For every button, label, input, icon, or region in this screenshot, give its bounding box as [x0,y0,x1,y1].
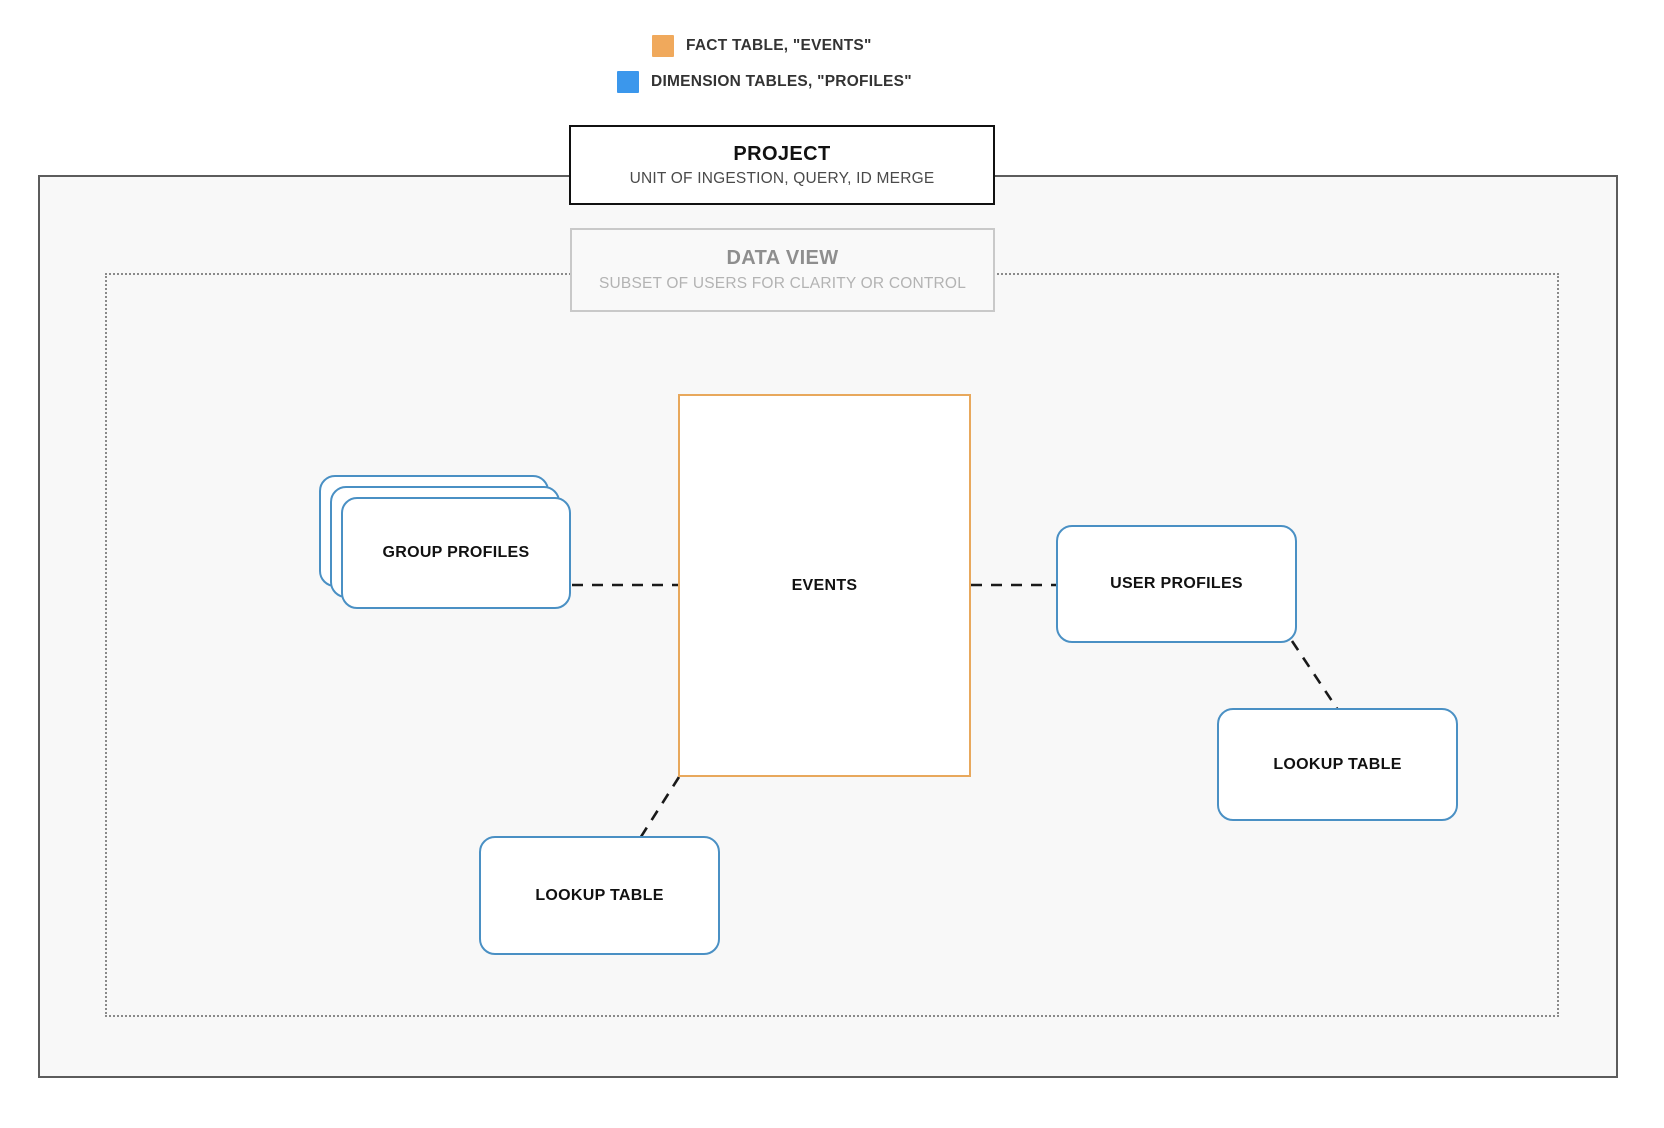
project-subtitle: UNIT OF INGESTION, QUERY, ID MERGE [629,169,935,187]
node-lookup-table-right: LOOKUP TABLE [1217,708,1458,821]
data-view-header-box: DATA VIEW SUBSET OF USERS FOR CLARITY OR… [570,228,995,312]
node-label-user-profiles: USER PROFILES [1110,575,1243,592]
legend-item-fact-table: FACT TABLE, "EVENTS" [652,35,872,57]
node-lookup-table-left: LOOKUP TABLE [479,836,720,955]
node-label-events: EVENTS [791,576,858,594]
blue-square-swatch-icon [617,71,639,93]
legend-item-dimension-tables: DIMENSION TABLES, "PROFILES" [617,71,912,93]
project-title: PROJECT [733,142,831,165]
data-view-title: DATA VIEW [726,247,839,269]
orange-square-swatch-icon [652,35,674,57]
node-label-group-profiles: GROUP PROFILES [382,544,530,561]
project-header-box: PROJECT UNIT OF INGESTION, QUERY, ID MER… [569,125,995,205]
data-view-subtitle: SUBSET OF USERS FOR CLARITY OR CONTROL [598,275,967,292]
node-events: EVENTS [678,394,971,777]
legend-label-dimension-tables: DIMENSION TABLES, "PROFILES" [651,73,912,90]
node-label-lookup-table-left: LOOKUP TABLE [535,886,664,904]
node-user-profiles: USER PROFILES [1056,525,1297,643]
legend-label-fact-table: FACT TABLE, "EVENTS" [686,37,872,54]
node-label-lookup-table-right: LOOKUP TABLE [1273,755,1402,773]
node-group-profiles-card-front: GROUP PROFILES [341,497,571,609]
node-group-profiles: GROUP PROFILES [319,475,571,610]
